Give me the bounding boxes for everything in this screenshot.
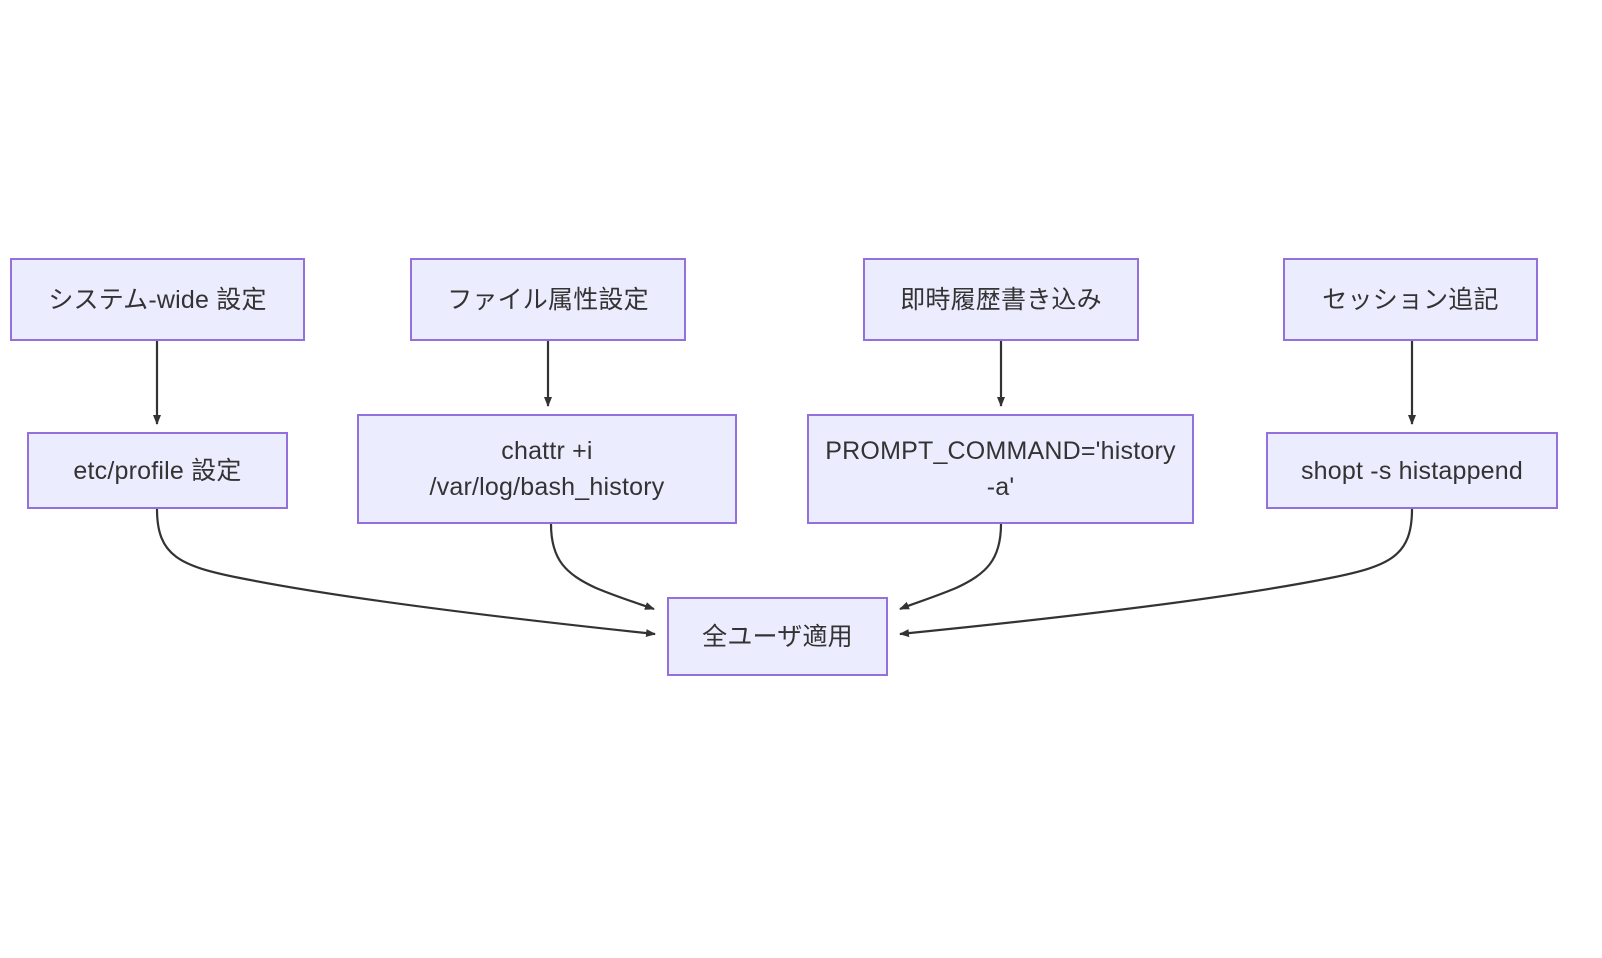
node-prompt-command[interactable]: PROMPT_COMMAND='history -a' [807,414,1194,524]
node-label: chattr +i /var/log/bash_history [429,437,665,501]
node-label: システム-wide 設定 [48,285,267,314]
node-label: セッション追記 [1322,285,1499,314]
node-etc-profile-settings[interactable]: etc/profile 設定 [27,432,288,509]
node-file-attribute-settings[interactable]: ファイル属性設定 [410,258,686,341]
edge-etc-profile-to-all-users [155,508,656,638]
node-label: ファイル属性設定 [447,285,649,314]
edge-prompt-cmd-to-all-users [899,523,1003,611]
node-all-users-applied[interactable]: 全ユーザ適用 [667,597,888,676]
node-chattr-command[interactable]: chattr +i /var/log/bash_history [357,414,737,524]
node-label: 全ユーザ適用 [702,622,853,651]
edge-chattr-to-all-users [549,523,655,611]
node-shopt-histappend[interactable]: shopt -s histappend [1266,432,1558,509]
node-label: PROMPT_COMMAND='history -a' [825,437,1176,501]
node-label: 即時履歴書き込み [900,285,1102,314]
node-label: etc/profile 設定 [73,456,242,485]
node-system-wide-settings[interactable]: システム-wide 設定 [10,258,305,341]
node-label: shopt -s histappend [1300,456,1523,485]
node-instant-history-write[interactable]: 即時履歴書き込み [863,258,1139,341]
edge-shopt-to-all-users [899,508,1414,638]
node-session-append[interactable]: セッション追記 [1283,258,1538,341]
